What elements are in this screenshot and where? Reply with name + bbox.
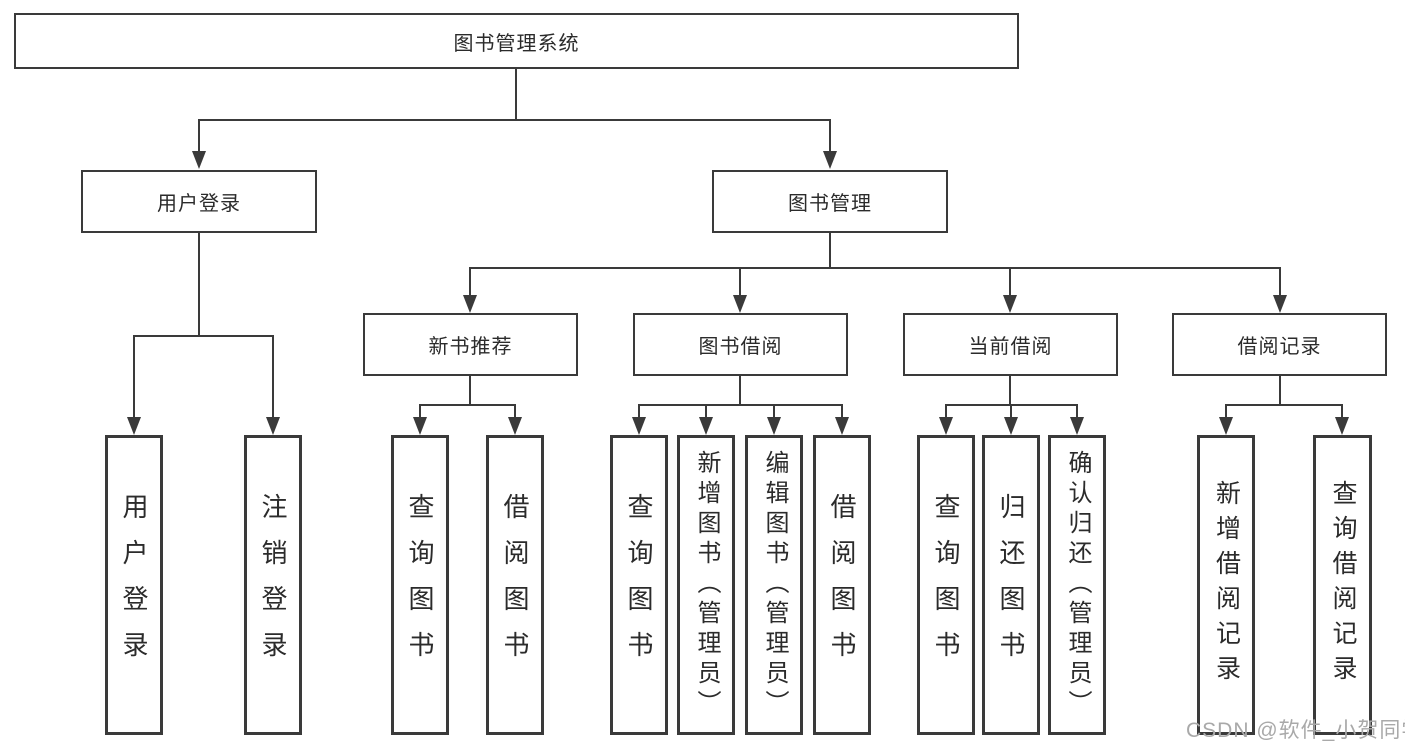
connector-line (469, 376, 471, 406)
node-query-books-borrow: 查询图书 (610, 435, 668, 735)
connector-line (638, 404, 843, 406)
arrow-down-icon (1219, 417, 1233, 435)
arrow-down-icon (463, 295, 477, 313)
connector-line (419, 404, 516, 406)
connector-line (638, 404, 640, 418)
node-label: 查询图书 (624, 493, 654, 677)
node-label: 新增借阅记录 (1212, 480, 1241, 690)
node-edit-book-admin: 编辑图书（管理员） (745, 435, 803, 735)
node-borrow-books-recommend: 借阅图书 (486, 435, 544, 735)
arrow-down-icon (192, 151, 206, 169)
arrow-down-icon (127, 417, 141, 435)
node-user-login-action: 用户登录 (105, 435, 163, 735)
connector-line (272, 335, 274, 417)
node-user-login: 用户登录 (81, 170, 317, 233)
connector-line (1341, 404, 1343, 418)
arrow-down-icon (508, 417, 522, 435)
node-label: 当前借阅 (968, 336, 1053, 358)
connector-line (469, 267, 1281, 269)
connector-line (705, 404, 707, 418)
connector-line (133, 335, 135, 417)
node-root-system: 图书管理系统 (14, 13, 1019, 69)
node-current-borrow: 当前借阅 (903, 313, 1118, 376)
arrow-down-icon (823, 151, 837, 169)
node-label: 新增图书（管理员） (693, 450, 720, 720)
arrow-down-icon (413, 417, 427, 435)
connector-line (1279, 267, 1281, 295)
arrow-down-icon (767, 417, 781, 435)
connector-line (1225, 404, 1227, 418)
connector-line (829, 233, 831, 269)
connector-line (198, 233, 200, 337)
node-label: 归还图书 (996, 493, 1026, 677)
node-book-management: 图书管理 (712, 170, 948, 233)
connector-line (469, 267, 471, 295)
arrow-down-icon (1273, 295, 1287, 313)
connector-line (945, 404, 947, 418)
arrow-down-icon (733, 295, 747, 313)
connector-line (841, 404, 843, 418)
connector-line (1009, 376, 1011, 406)
arrow-down-icon (699, 417, 713, 435)
arrow-down-icon (1335, 417, 1349, 435)
connector-line (1225, 404, 1343, 406)
node-borrow-book: 借阅图书 (813, 435, 871, 735)
connector-line (1076, 404, 1078, 418)
node-add-borrow-record: 新增借阅记录 (1197, 435, 1255, 735)
node-label: 新书推荐 (428, 336, 513, 358)
connector-line (419, 404, 421, 418)
node-query-books-current: 查询图书 (917, 435, 975, 735)
arrow-down-icon (939, 417, 953, 435)
node-new-book-recommend: 新书推荐 (363, 313, 578, 376)
connector-line (739, 376, 741, 406)
node-label: 查询图书 (931, 493, 961, 677)
connector-line (514, 404, 516, 418)
connector-line (739, 267, 741, 295)
node-book-borrow: 图书借阅 (633, 313, 848, 376)
watermark: CSDN @软件_小贺同学 (1186, 719, 1405, 742)
node-borrow-record: 借阅记录 (1172, 313, 1387, 376)
connector-line (198, 119, 831, 121)
arrow-down-icon (835, 417, 849, 435)
node-label: 借阅记录 (1237, 336, 1322, 358)
node-label: 用户登录 (119, 493, 149, 677)
node-label: 图书管理系统 (453, 32, 580, 55)
connector-line (198, 119, 200, 152)
node-label: 确认归还（管理员） (1064, 450, 1091, 720)
connector-line (1009, 267, 1011, 295)
node-label: 借阅图书 (827, 493, 857, 677)
node-label: 编辑图书（管理员） (761, 450, 788, 720)
node-confirm-return-admin: 确认归还（管理员） (1048, 435, 1106, 735)
arrow-down-icon (266, 417, 280, 435)
node-logout-action: 注销登录 (244, 435, 302, 735)
node-label: 图书借阅 (698, 336, 783, 358)
connector-line (1010, 404, 1012, 418)
connector-line (773, 404, 775, 418)
node-label: 查询图书 (405, 493, 435, 677)
connector-line (515, 69, 517, 121)
connector-line (1279, 376, 1281, 406)
connector-line (133, 335, 274, 337)
node-label: 注销登录 (258, 493, 288, 677)
arrow-down-icon (1070, 417, 1084, 435)
node-label: 用户登录 (157, 193, 241, 215)
arrow-down-icon (1003, 295, 1017, 313)
node-return-book: 归还图书 (982, 435, 1040, 735)
node-label: 查询借阅记录 (1329, 480, 1357, 690)
node-label: 图书管理 (788, 193, 872, 215)
node-query-borrow-record: 查询借阅记录 (1313, 435, 1372, 735)
node-label: 借阅图书 (500, 493, 530, 677)
connector-line (829, 119, 831, 152)
arrow-down-icon (632, 417, 646, 435)
arrow-down-icon (1004, 417, 1018, 435)
node-query-books-recommend: 查询图书 (391, 435, 449, 735)
node-add-book-admin: 新增图书（管理员） (677, 435, 735, 735)
